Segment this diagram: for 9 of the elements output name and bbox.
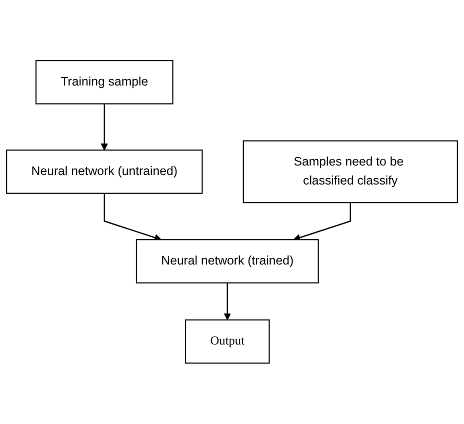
- node-box: Output: [185, 320, 270, 364]
- arrow: [104, 193, 162, 242]
- node-box: Neural network (untrained): [6, 150, 203, 194]
- node-box: Training sample: [35, 60, 174, 104]
- arrow: [293, 202, 351, 242]
- node-box: Neural network (trained): [136, 239, 319, 284]
- arrow: [100, 104, 108, 151]
- node-box: Samples need to be classified classify: [242, 140, 458, 204]
- arrow: [224, 283, 231, 320]
